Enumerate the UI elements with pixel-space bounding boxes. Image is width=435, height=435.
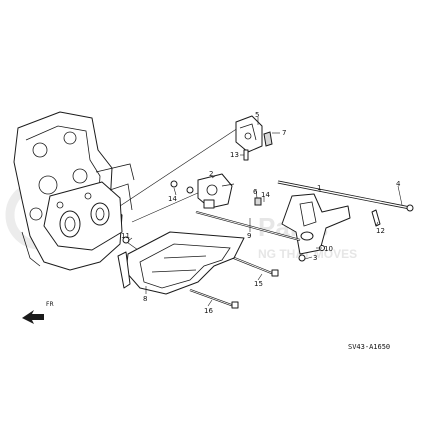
transmission-housing — [13, 111, 135, 271]
callout-14-left: 14 — [168, 195, 177, 203]
callout-12: 12 — [376, 227, 385, 235]
servo-assembly — [170, 173, 262, 209]
callout-7: 7 — [282, 129, 286, 137]
callout-leaders — [127, 117, 403, 307]
diagram-code: SV43-A1650 — [348, 343, 390, 351]
callout-labels: 1 2 3 4 5 6 7 8 9 10 11 12 13 14 14 15 1… — [121, 111, 401, 315]
callout-3: 3 — [313, 254, 317, 262]
callout-6: 6 — [253, 188, 258, 196]
callout-2: 2 — [209, 170, 213, 178]
callout-15: 15 — [254, 280, 263, 288]
detent-bracket — [235, 115, 273, 161]
callout-16: 16 — [204, 307, 213, 315]
callout-10: 10 — [324, 245, 333, 253]
separator-plate — [117, 231, 245, 295]
callout-14-right: 14 — [261, 191, 270, 199]
shift-rod — [277, 180, 414, 212]
front-direction-marker: FR — [22, 301, 54, 324]
callout-1: 1 — [317, 184, 321, 192]
watermark-line2: NG THAT MOVES — [258, 247, 357, 261]
shift-fork — [281, 193, 351, 255]
callout-9: 9 — [247, 232, 251, 240]
direction-arrow-icon — [22, 310, 44, 324]
callout-4: 4 — [396, 180, 401, 188]
callout-13: 13 — [230, 151, 239, 159]
callout-8: 8 — [143, 295, 147, 303]
callout-11: 11 — [121, 232, 130, 240]
direction-label: FR — [46, 301, 54, 308]
callout-5: 5 — [255, 111, 259, 119]
control-rods — [189, 210, 301, 309]
